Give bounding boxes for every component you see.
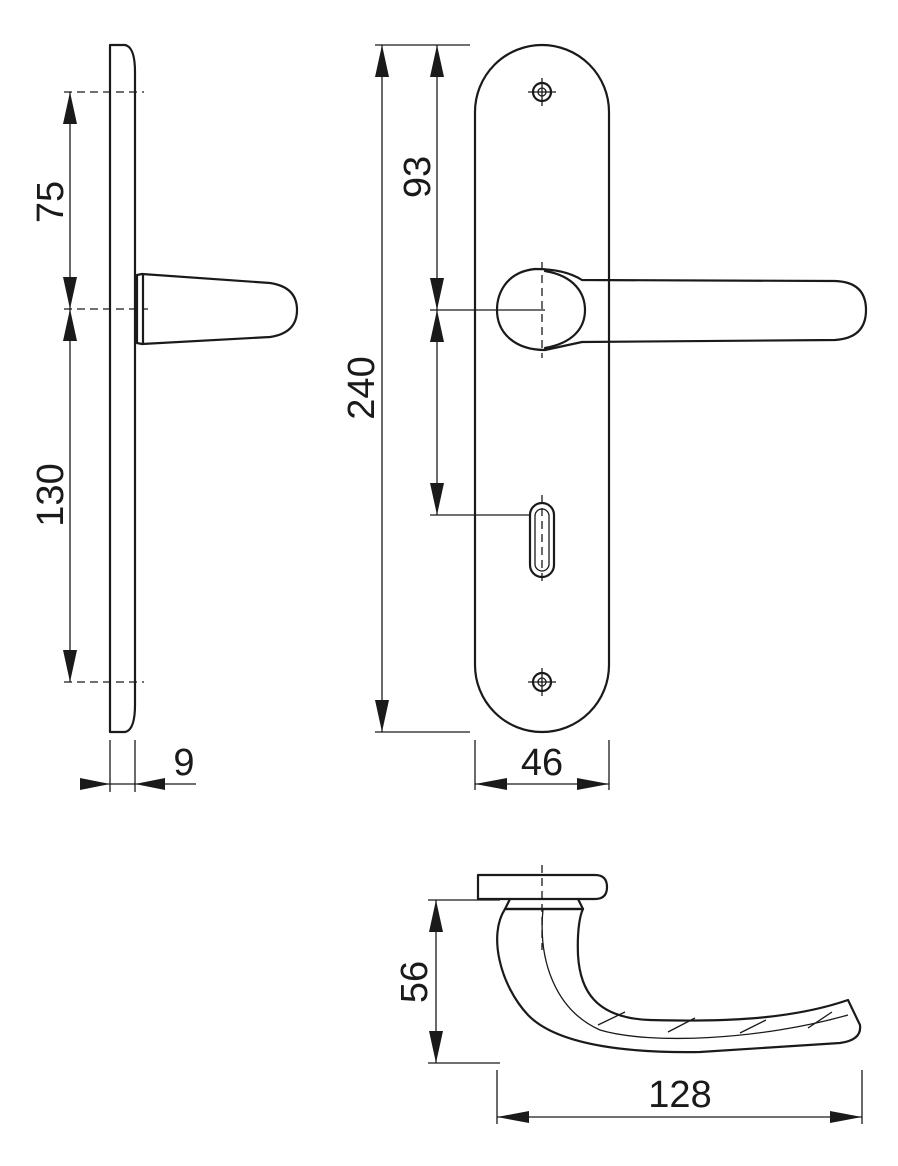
dim-240-label: 240 xyxy=(341,356,383,419)
side-lever-outline xyxy=(135,272,299,346)
dim-56-arrow-top xyxy=(429,900,443,932)
dim-93-arrow-mid-up xyxy=(430,278,444,310)
dim-240-arrow-top xyxy=(375,45,389,77)
dim-130-label: 130 xyxy=(30,463,72,526)
dim-56-arrow-bottom xyxy=(429,1031,443,1063)
front-plate-outline xyxy=(473,43,611,734)
dim-46-label: 46 xyxy=(521,742,563,784)
top-lever-body xyxy=(496,907,862,1054)
top-view: 56 128 xyxy=(394,865,863,1124)
dim-128-label: 128 xyxy=(648,1074,711,1116)
front-lever-rose-arc xyxy=(543,269,587,350)
top-lever-groove-2 xyxy=(667,1017,696,1033)
side-view: 75 130 9 xyxy=(30,43,299,792)
dim-93-arrow-mid-down xyxy=(430,310,444,342)
dim-56-label: 56 xyxy=(394,961,436,1003)
dim-9-label: 9 xyxy=(173,742,194,784)
dim-75-arrow-bottom xyxy=(63,277,77,309)
dim-240-arrow-bottom xyxy=(375,700,389,732)
dim-130-arrow-bottom xyxy=(63,650,77,682)
top-lever-groove-1 xyxy=(597,1011,626,1026)
dim-93-label: 93 xyxy=(397,156,439,198)
dim-128-arrow-right xyxy=(830,1111,862,1123)
dim-9-arrow-right xyxy=(135,778,165,790)
dim-93-arrow-bottom xyxy=(430,483,444,515)
top-lever-groove-3 xyxy=(739,1019,767,1034)
dim-75-arrow-top xyxy=(63,92,77,124)
keyhole-outline xyxy=(528,501,556,579)
upper-screw xyxy=(528,78,556,106)
keyhole-inner xyxy=(534,508,550,572)
dim-93-arrow-top xyxy=(430,45,444,77)
front-lever-outline xyxy=(495,267,868,352)
top-rose-neck xyxy=(503,897,585,911)
lower-screw xyxy=(528,668,556,696)
dim-130-arrow-top xyxy=(63,309,77,341)
dim-46-arrow-left xyxy=(475,778,507,790)
dim-128-arrow-left xyxy=(497,1111,529,1123)
top-lever-ridge xyxy=(541,908,849,1040)
dim-46-arrow-right xyxy=(577,778,609,790)
dim-9-arrow-left xyxy=(80,778,110,790)
side-plate-outline xyxy=(108,43,137,734)
top-lever-groove-4 xyxy=(807,1011,833,1029)
top-rose-plate xyxy=(476,873,609,901)
front-view: 240 93 46 xyxy=(341,43,868,790)
dim-75-label: 75 xyxy=(30,181,72,223)
